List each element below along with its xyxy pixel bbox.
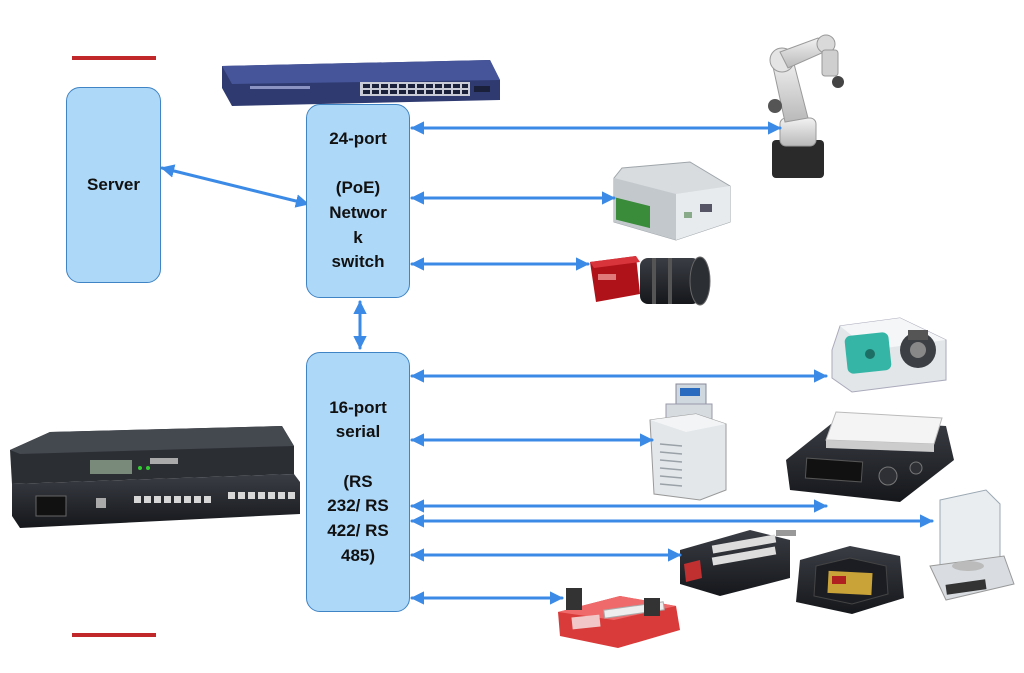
network-switch-icon	[222, 60, 500, 106]
peristaltic-pump-icon	[831, 317, 947, 393]
serial-hub-label: 16-port serial (RS 232/ RS 422/ RS 485)	[327, 397, 389, 565]
serial-server-icon	[10, 426, 300, 528]
server-label: Server	[87, 174, 140, 194]
accent-line-bottom	[72, 633, 156, 637]
touchscreen-icon	[796, 546, 904, 614]
serial-hub-node: 16-port serial (RS 232/ RS 422/ RS 485)	[306, 352, 410, 612]
syringe-pump-icon	[680, 530, 796, 596]
network-switch-label: 24-port (PoE) Networ k switch	[329, 129, 387, 272]
accent-line-top	[72, 56, 156, 60]
robot-arm-icon	[768, 34, 844, 178]
hotplate-icon	[786, 411, 954, 502]
camera-icon	[590, 256, 711, 306]
network-switch-node: 24-port (PoE) Networ k switch	[306, 104, 410, 298]
syringe-pump-icon	[558, 588, 680, 648]
io-module-icon	[613, 161, 731, 241]
server-node: Server	[66, 87, 161, 283]
chiller-icon	[649, 383, 727, 501]
arrow-server-network-switch	[160, 164, 310, 208]
balance-icon	[929, 489, 1015, 601]
